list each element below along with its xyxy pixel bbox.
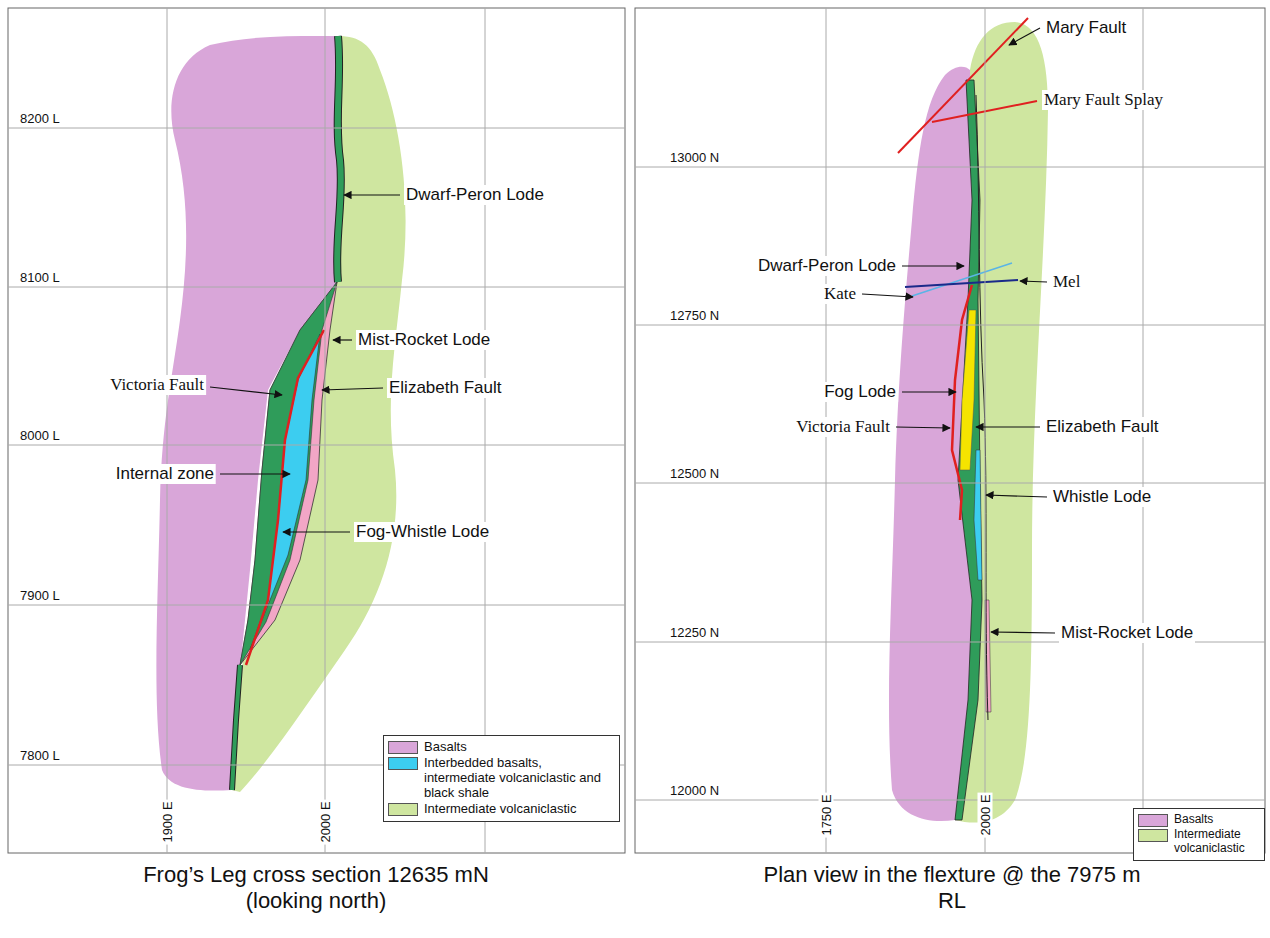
grid-coordinate: 1900 E xyxy=(160,799,175,844)
callout-label: Mary Fault Splay xyxy=(1042,90,1165,110)
callout-label: Elizabeth Fault xyxy=(1044,417,1160,437)
callout-label: Victoria Fault xyxy=(108,375,206,395)
basalt-unit xyxy=(156,36,338,791)
mary-fault-line xyxy=(898,18,1028,153)
grid-coordinate: 8000 L xyxy=(18,428,62,443)
callout-label: Whistle Lode xyxy=(1051,487,1153,507)
grid-coordinate: 12250 N xyxy=(668,625,721,640)
grid-coordinate: 12500 N xyxy=(668,466,721,481)
callout-label: Internal zone xyxy=(114,464,216,484)
legend-swatch xyxy=(1138,814,1168,827)
volcaniclastic-unit xyxy=(955,22,1048,823)
lode-outline xyxy=(232,665,240,790)
plan-view xyxy=(889,18,1048,823)
lode-contact xyxy=(976,95,988,720)
callout-label: Kate xyxy=(822,284,858,304)
grid-coordinate: 2000 E xyxy=(978,792,993,837)
callout-label: Elizabeth Fault xyxy=(387,378,503,398)
legend-entry: Intermediate volcaniclastic xyxy=(388,802,615,817)
legend-box: BasaltsIntermediate volcaniclastic xyxy=(1133,808,1265,861)
panel-caption: Plan view in the flexture @ the 7975 m R… xyxy=(760,862,1144,914)
grid-coordinate: 8100 L xyxy=(18,270,62,285)
callout-label: Dwarf-Peron Lode xyxy=(756,256,898,276)
dwarf-peron-lode xyxy=(337,36,341,282)
legend-swatch xyxy=(388,757,418,770)
internal-zone xyxy=(250,334,320,650)
legend-entry: Basalts xyxy=(1138,813,1260,827)
callout-label: Mary Fault xyxy=(1044,18,1128,38)
legend-entry: Interbedded basalts, intermediate volcan… xyxy=(388,756,615,801)
legend-swatch xyxy=(1138,829,1168,842)
kate-structure xyxy=(912,263,1012,296)
callout-label: Dwarf-Peron Lode xyxy=(404,185,546,205)
legend-box: BasaltsInterbedded basalts, intermediate… xyxy=(383,735,620,822)
whistle-lode xyxy=(974,450,982,580)
legend-entry: Intermediate volcaniclastic xyxy=(1138,828,1260,856)
legend-entry: Basalts xyxy=(388,740,615,755)
victoria-fault-line xyxy=(952,285,972,520)
callout-label: Mist-Rocket Lode xyxy=(356,330,492,350)
grid-coordinate: 12750 N xyxy=(668,308,721,323)
legend-text: Intermediate volcaniclastic xyxy=(424,802,576,817)
lode-lower xyxy=(232,665,240,790)
legend-text: Basalts xyxy=(1174,813,1213,827)
grid-coordinate: 13000 N xyxy=(668,150,721,165)
legend-text: Intermediate volcaniclastic xyxy=(1174,828,1260,856)
grid-coordinate: 12000 N xyxy=(668,783,721,798)
panel-frame xyxy=(635,8,1265,853)
legend-swatch xyxy=(388,741,418,754)
mel-structure xyxy=(905,280,1018,287)
legend-text: Basalts xyxy=(424,740,467,755)
panel-frame xyxy=(8,8,625,853)
grid xyxy=(635,8,1265,853)
grid-coordinate: 7800 L xyxy=(18,748,62,763)
callout-label: Fog-Whistle Lode xyxy=(354,522,491,542)
leader-lines xyxy=(862,28,1055,633)
victoria-fault-line xyxy=(246,330,324,665)
grid-coordinate: 8200 L xyxy=(18,111,62,126)
basalt-unit xyxy=(889,67,972,821)
panel-caption: Frog’s Leg cross section 12635 mN (looki… xyxy=(104,862,528,914)
lode-outline xyxy=(337,36,341,282)
fog-lode xyxy=(960,310,976,470)
legend-text: Interbedded basalts, intermediate volcan… xyxy=(424,756,615,801)
grid-coordinate: 2000 E xyxy=(318,799,333,844)
legend-swatch xyxy=(388,803,418,816)
cross-section xyxy=(156,36,405,792)
grid-coordinate: 7900 L xyxy=(18,588,62,603)
callout-label: Mel xyxy=(1051,272,1082,292)
callout-label: Fog Lode xyxy=(822,382,898,402)
leader-lines xyxy=(210,195,400,532)
callout-label: Mist-Rocket Lode xyxy=(1059,623,1195,643)
callout-label: Victoria Fault xyxy=(794,417,892,437)
grid xyxy=(8,8,625,853)
grid-coordinate: 1750 E xyxy=(819,792,834,837)
